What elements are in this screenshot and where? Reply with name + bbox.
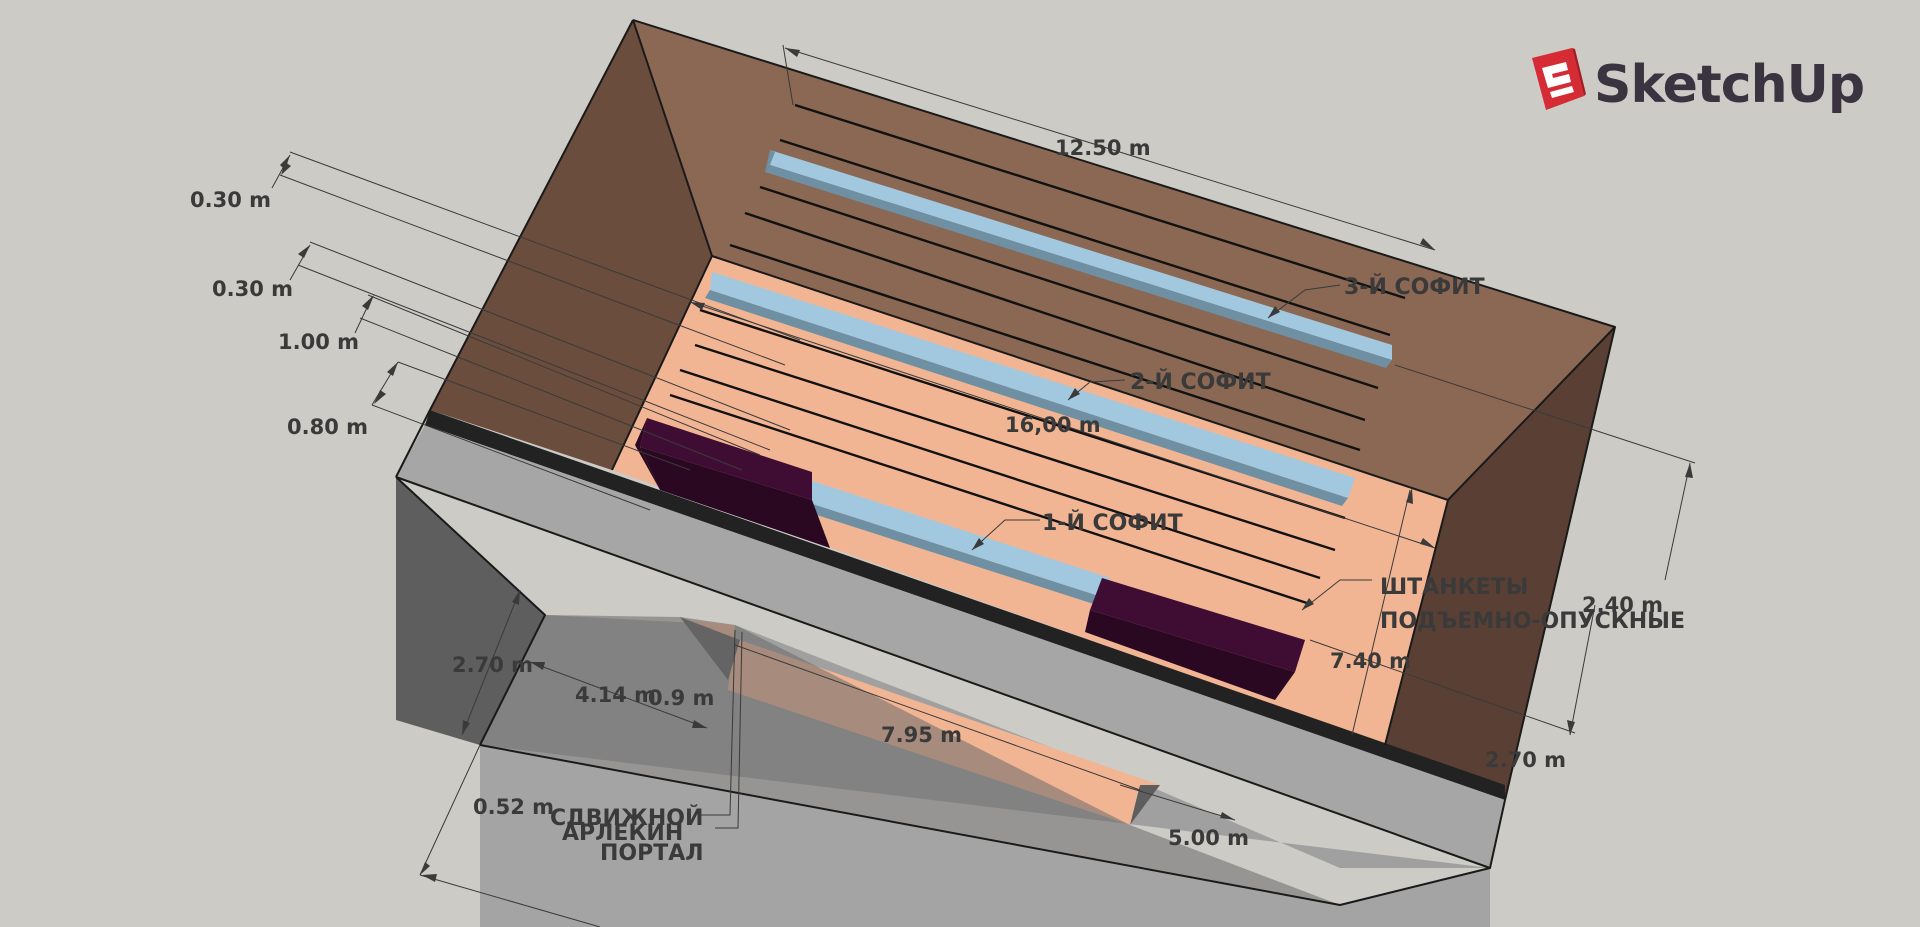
portal-front-face [480,745,1490,927]
dim-0-52: 0.52 m [473,795,554,819]
label-battens-1: ШТАНКЕТЫ [1380,575,1528,600]
dimension-lines [271,44,1696,927]
back-wall [633,20,1615,500]
soffits [705,150,1392,606]
dim-2-70-right: 2.70 m [1485,748,1566,772]
wing-right [1085,578,1305,700]
dim-5-00: 5.00 m [1168,826,1249,850]
wings [635,418,1305,700]
portal-underside [480,615,1340,905]
wing-left [635,418,830,548]
side-wall-right [1385,327,1615,800]
dim-7-95: 7.95 m [881,723,962,747]
dim-4-14: 4.14 m [575,683,656,707]
label-soffit-3: 3-Й СОФИТ [1344,274,1485,300]
dim-2-40: 2.40 m [1582,593,1663,617]
stage-model [395,19,1616,927]
dimension-labels: 12.50 m 0.30 m 0.30 m 1.00 m 0.80 m 16,0… [190,136,1663,850]
dim-0-80: 0.80 m [287,415,368,439]
dim-16-00: 16,00 m [1005,413,1101,437]
label-soffit-1: 1-Й СОФИТ [1042,510,1183,536]
label-battens-2: ПОДЪЕМНО-ОПУСКНЫЕ [1380,609,1685,634]
sketchup-logo: SketchUp [1532,48,1865,115]
soffit-3 [765,150,1392,368]
dim-0-30-b: 0.30 m [212,277,293,301]
label-harlequin: АРЛЕКИН [562,821,683,846]
dim-7-40: 7.40 m [1330,649,1411,673]
label-portal: ПОРТАЛ [600,841,704,866]
dim-2-70-left: 2.70 m [452,653,533,677]
dim-0-30-a: 0.30 m [190,188,271,212]
label-sliding: СДВИЖНОЙ [550,805,703,831]
stage-lip [425,410,1505,800]
side-wall-left [430,20,712,470]
label-soffit-2: 2-Й СОФИТ [1130,369,1271,395]
dim-1-00: 1.00 m [278,330,359,354]
soffit-2 [705,272,1355,506]
dim-12-50: 12.50 m [1055,136,1151,160]
battens [669,103,1406,606]
sketchup-wordmark: SketchUp [1594,55,1864,115]
soffit-1 [795,478,1110,606]
annotation-labels: 3-Й СОФИТ 2-Й СОФИТ 1-Й СОФИТ ШТАНКЕТЫ П… [550,274,1685,866]
portal-side-face [396,477,545,745]
dim-0-9: 0.9 m [648,686,714,710]
sketchup-logo-icon [1532,48,1586,110]
portal-top-face [396,425,1505,868]
